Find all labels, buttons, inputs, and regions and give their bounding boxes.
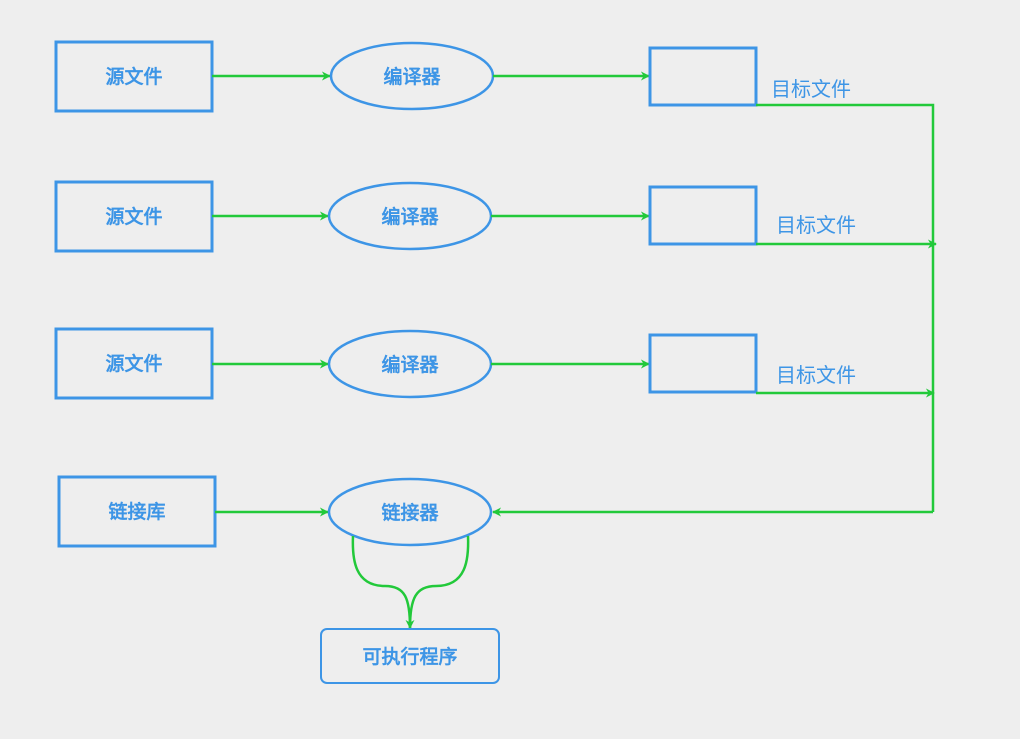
compiler-label-2: 编译器 (381, 205, 439, 228)
compiler-label-3: 编译器 (381, 353, 439, 376)
object-file-box-2 (648, 185, 758, 246)
object-file-label-2: 目标文件 (776, 213, 856, 237)
linker-label: 链接器 (381, 501, 439, 524)
executable-label: 可执行程序 (362, 645, 457, 668)
edge-object1-collector (756, 103, 935, 512)
source-file-label-1: 源文件 (105, 65, 162, 88)
linker-ellipse (327, 477, 493, 547)
object-file-label-3: 目标文件 (776, 363, 856, 387)
library-label: 链接库 (108, 500, 165, 523)
object-file-box-1 (648, 46, 758, 107)
object-file-box-3 (648, 333, 758, 394)
executable-box (320, 628, 500, 684)
edge-linker-executable-left (351, 535, 412, 629)
source-file-label-3: 源文件 (105, 352, 162, 375)
compiler-label-1: 编译器 (383, 65, 441, 88)
object-file-label-1: 目标文件 (771, 77, 851, 101)
source-file-label-2: 源文件 (105, 205, 162, 228)
edge-linker-executable-right (405, 535, 470, 629)
